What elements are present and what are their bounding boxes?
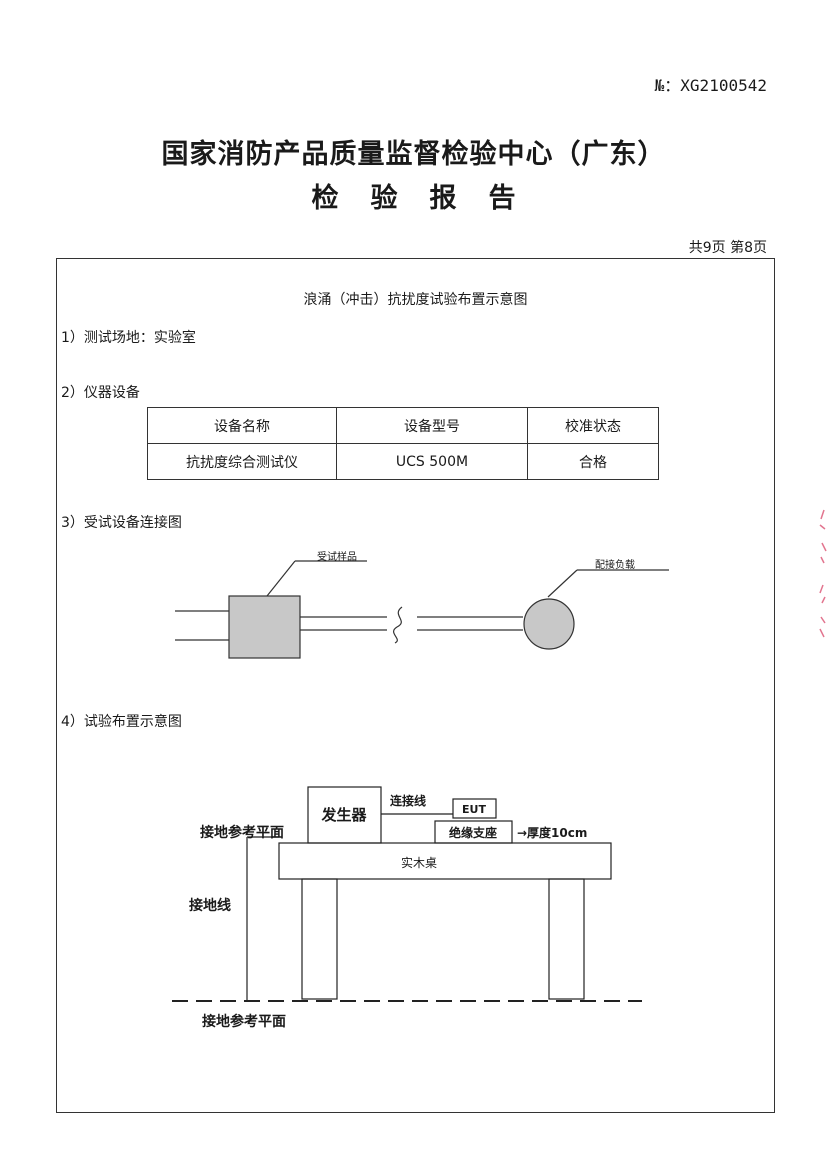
table-leg-left <box>301 878 338 1000</box>
page-info: 共9页 第8页 <box>688 240 767 256</box>
table-cell: 抗扰度综合测试仪 <box>147 443 337 480</box>
eut-box <box>228 595 301 659</box>
equipment-table: 设备名称 设备型号 校准状态 抗扰度综合测试仪 UCS 500M 合格 <box>147 407 659 480</box>
organization-title: 国家消防产品质量监督检验中心（广东） <box>161 139 666 170</box>
table-cell: 合格 <box>527 443 659 480</box>
seal-stamp-edge <box>819 509 827 638</box>
table-header-row: 设备名称 设备型号 校准状态 <box>147 407 659 444</box>
load-leader-line <box>547 569 578 598</box>
wooden-table-top <box>278 842 612 880</box>
load-circle <box>523 598 575 650</box>
ground-plane-bottom-label: 接地参考平面 <box>202 1013 286 1030</box>
load-label: 配接负载 <box>595 558 635 571</box>
report-number: №：XG2100542 <box>654 76 767 95</box>
section-layout-diagram: 4）试验布置示意图 <box>61 714 182 730</box>
figure-caption: 浪涌（冲击）抗扰度试验布置示意图 <box>303 292 528 308</box>
table-cell: UCS 500M <box>336 443 528 480</box>
report-title: 检验报告 <box>311 183 548 214</box>
test-layout-diagram: 发生器 连接线 EUT 绝缘支座 →厚度10cm 实木桌 接地参考平面 接地线 … <box>172 786 642 1030</box>
table-header-cell: 设备名称 <box>147 407 337 444</box>
eut-box <box>452 798 497 819</box>
content-frame: 浪涌（冲击）抗扰度试验布置示意图 1）测试场地：实验室 2）仪器设备 设备名称 … <box>56 258 775 1113</box>
table-header-cell: 校准状态 <box>527 407 659 444</box>
table-leg-right <box>548 878 585 1000</box>
connection-diagram: 受试样品 配接负载 <box>175 550 669 659</box>
section-test-site: 1）测试场地：实验室 <box>61 330 196 346</box>
section-equipment: 2）仪器设备 <box>61 385 140 401</box>
generator-label: 发生器 <box>320 806 367 824</box>
table-row: 抗扰度综合测试仪 UCS 500M 合格 <box>147 443 659 480</box>
cable-label: 连接线 <box>390 793 426 808</box>
table-label: 实木桌 <box>401 855 437 870</box>
ground-plane-top-label: 接地参考平面 <box>200 824 284 841</box>
eut-label: 受试样品 <box>317 550 357 563</box>
thickness-label: →厚度10cm <box>517 825 587 840</box>
section-connection-diagram: 3）受试设备连接图 <box>61 515 182 531</box>
insulator-label: 绝缘支座 <box>449 825 497 840</box>
cable-break-symbol <box>393 606 403 644</box>
table-header-cell: 设备型号 <box>336 407 528 444</box>
ground-wire-label: 接地线 <box>189 897 231 914</box>
eut-leader-line <box>266 560 296 597</box>
eut-label: EUT <box>462 803 486 816</box>
